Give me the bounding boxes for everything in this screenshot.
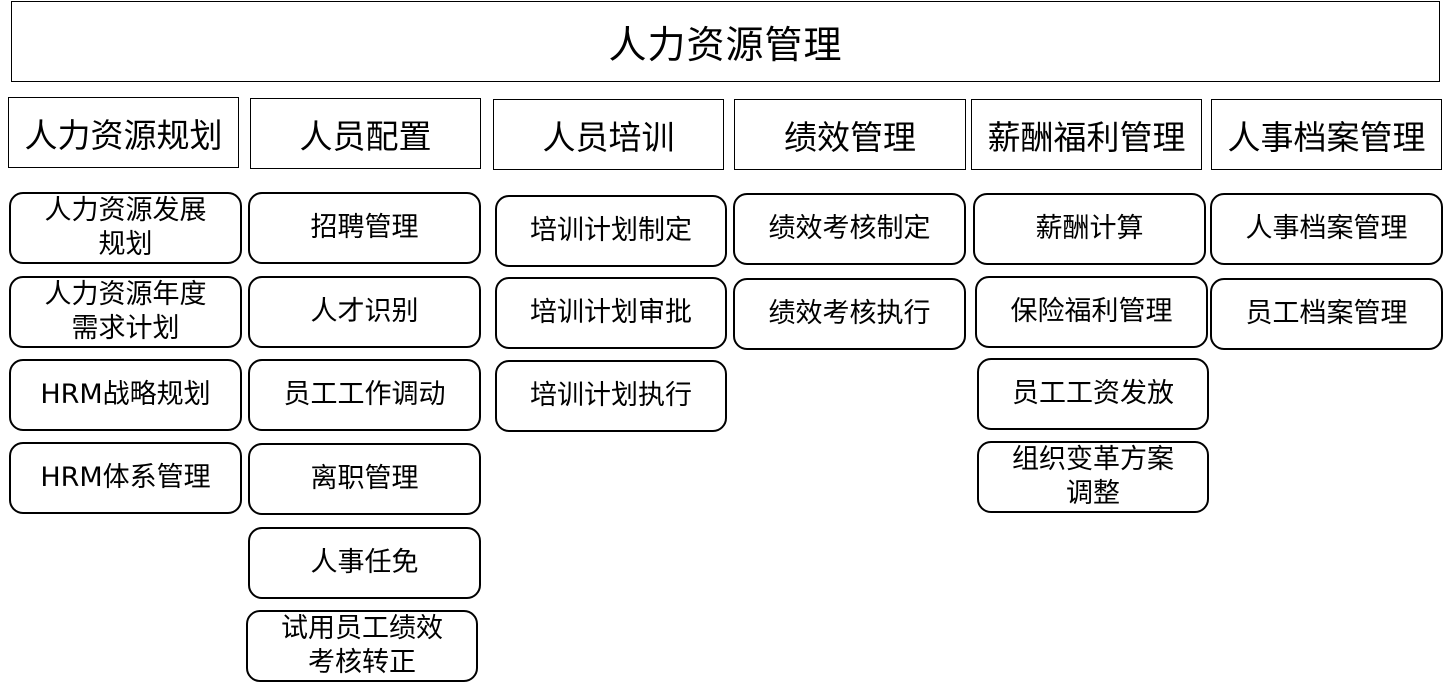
item-training-plan-execution: 培训计划执行 bbox=[495, 360, 727, 432]
item-recruitment-management: 招聘管理 bbox=[248, 192, 481, 264]
header-performance: 绩效管理 bbox=[734, 99, 966, 170]
item-salary-payment: 员工工资发放 bbox=[977, 358, 1209, 430]
item-salary-calculation: 薪酬计算 bbox=[973, 193, 1206, 265]
header-personnel-files: 人事档案管理 bbox=[1211, 99, 1442, 170]
header-compensation: 薪酬福利管理 bbox=[971, 99, 1202, 170]
item-training-plan-formulation: 培训计划制定 bbox=[495, 195, 727, 267]
item-training-plan-approval: 培训计划审批 bbox=[495, 277, 727, 349]
header-staffing: 人员配置 bbox=[250, 98, 481, 169]
item-probation-evaluation: 试用员工绩效 考核转正 bbox=[246, 610, 478, 682]
item-hr-annual-demand-plan: 人力资源年度 需求计划 bbox=[9, 276, 242, 348]
diagram-title: 人力资源管理 bbox=[11, 1, 1440, 82]
item-personnel-file-management: 人事档案管理 bbox=[1210, 193, 1443, 265]
item-performance-formulation: 绩效考核制定 bbox=[733, 193, 966, 265]
item-org-change-plan: 组织变革方案 调整 bbox=[977, 441, 1209, 513]
item-employee-transfer: 员工工作调动 bbox=[248, 359, 481, 431]
item-hrm-system-management: HRM体系管理 bbox=[9, 442, 242, 514]
item-hrm-strategy-planning: HRM战略规划 bbox=[9, 359, 242, 431]
item-performance-execution: 绩效考核执行 bbox=[733, 278, 966, 350]
item-personnel-appointment: 人事任免 bbox=[248, 527, 481, 599]
item-insurance-welfare: 保险福利管理 bbox=[975, 276, 1208, 348]
item-employee-file-management: 员工档案管理 bbox=[1210, 278, 1443, 350]
item-resignation-management: 离职管理 bbox=[248, 443, 481, 515]
item-talent-identification: 人才识别 bbox=[248, 276, 481, 348]
item-hr-development-planning: 人力资源发展 规划 bbox=[9, 192, 242, 264]
header-training: 人员培训 bbox=[493, 99, 724, 170]
header-hr-planning: 人力资源规划 bbox=[8, 97, 239, 168]
